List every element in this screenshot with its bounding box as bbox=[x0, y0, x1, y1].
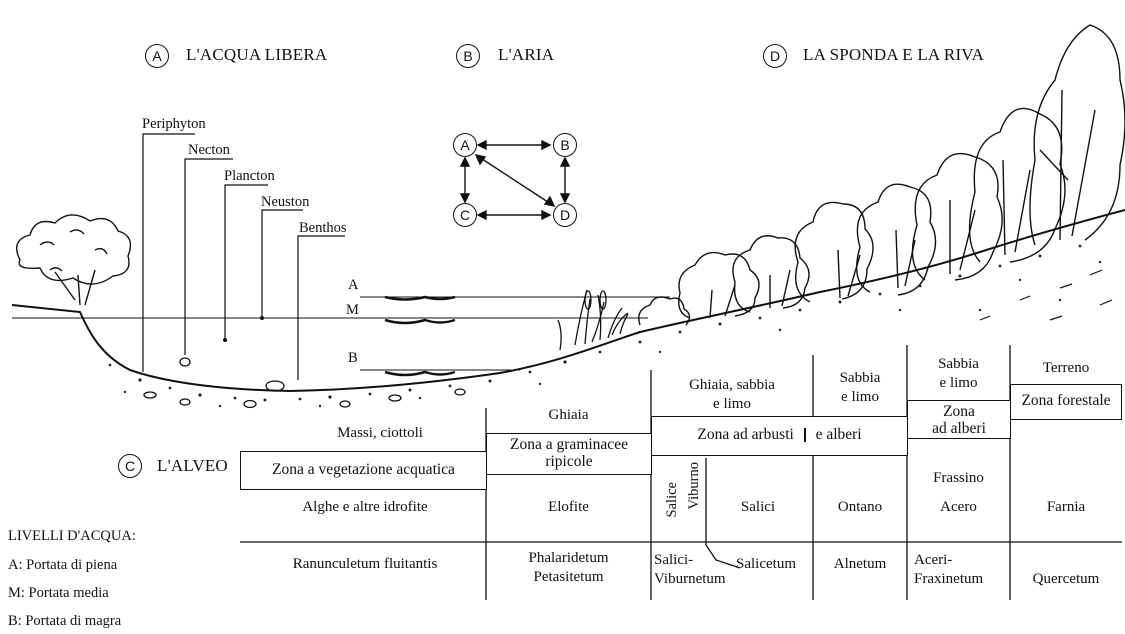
heading-air: L'ARIA bbox=[498, 45, 555, 64]
substrate-col2: Ghiaia bbox=[548, 407, 589, 423]
assoc-col2-line2: Petasitetum bbox=[533, 569, 604, 585]
zone-riparian-grasses: Zona a graminacee ripicole bbox=[486, 433, 652, 475]
substrate-col3-line2: e limo bbox=[713, 396, 751, 412]
zone-shrubs-label: Zona ad arbusti bbox=[697, 426, 794, 443]
species-acero: Acero bbox=[940, 499, 977, 515]
zone-forest: Zona forestale bbox=[1010, 384, 1122, 420]
legend-item-low: B: Portata di magra bbox=[8, 613, 122, 629]
label-benthos: Benthos bbox=[299, 220, 347, 236]
assoc-col6: Quercetum bbox=[1032, 571, 1100, 587]
network-node-b: B bbox=[553, 133, 577, 157]
label-neuston: Neuston bbox=[261, 194, 310, 210]
species-col2: Elofite bbox=[548, 499, 589, 515]
assoc-col3a-line1: Salici- bbox=[654, 552, 694, 568]
slope-texture bbox=[979, 269, 1113, 321]
zone-aquatic-vegetation-label: Zona a vegetazione acquatica bbox=[272, 461, 455, 478]
assoc-col5-line1: Aceri- bbox=[914, 552, 953, 568]
heading-b-badge: B bbox=[456, 44, 480, 68]
zone-aquatic-vegetation: Zona a vegetazione acquatica bbox=[240, 451, 487, 490]
zone-riparian-grasses-line1: Zona a graminacee bbox=[510, 436, 628, 453]
substrate-col4-line2: e limo bbox=[841, 389, 879, 405]
bank-trees bbox=[638, 24, 1125, 326]
heading-a-badge: A bbox=[145, 44, 169, 68]
zone-forest-label: Zona forestale bbox=[1021, 392, 1111, 409]
bank-soil-texture bbox=[108, 244, 1102, 408]
label-periphyton: Periphyton bbox=[142, 116, 206, 132]
low-wave bbox=[384, 370, 456, 377]
heading-riverbed: L'ALVEO bbox=[157, 456, 228, 475]
marker-low: B bbox=[348, 350, 358, 366]
assoc-col1: Ranunculetum fluitantis bbox=[292, 556, 438, 572]
marker-mean: M bbox=[346, 302, 359, 318]
substrate-col3-line1: Ghiaia, sabbia bbox=[689, 377, 775, 393]
substrate-col4-line1: Sabbia bbox=[839, 370, 881, 386]
network-node-c: C bbox=[453, 203, 477, 227]
label-plancton: Plancton bbox=[224, 168, 275, 184]
reeds bbox=[557, 289, 629, 351]
species-col1: Alghe e altre idrofite bbox=[302, 499, 428, 515]
river-bed-stones bbox=[143, 357, 466, 409]
substrate-col5-line1: Sabbia bbox=[938, 356, 979, 372]
heading-c-badge: C bbox=[118, 454, 142, 478]
zone-split-mark bbox=[803, 428, 806, 443]
species-viburno: Viburno bbox=[686, 462, 702, 510]
zone-trees: Zona ad alberi bbox=[907, 400, 1011, 439]
species-salice: Salice bbox=[664, 482, 680, 518]
species-ontano: Ontano bbox=[837, 499, 883, 515]
organism-leader-lines bbox=[142, 133, 345, 380]
flood-wave bbox=[384, 295, 456, 301]
network-node-d: D bbox=[553, 203, 577, 227]
mean-wave bbox=[384, 318, 456, 325]
assoc-col2-line1: Phalaridetum bbox=[528, 550, 609, 566]
species-frassino: Frassino bbox=[933, 470, 984, 486]
species-salici: Salici bbox=[740, 499, 776, 515]
zone-trees-line1: Zona bbox=[943, 403, 975, 420]
legend-title: LIVELLI D'ACQUA: bbox=[8, 528, 136, 544]
label-necton: Necton bbox=[188, 142, 230, 158]
zone-riparian-grasses-line2: ripicole bbox=[545, 453, 593, 470]
substrate-col6: Terreno bbox=[1042, 360, 1090, 376]
substrate-col1: Massi, ciottoli bbox=[337, 425, 423, 441]
legend-item-mean: M: Portata media bbox=[8, 585, 109, 601]
species-farnia: Farnia bbox=[1046, 499, 1086, 515]
assoc-col5-line2: Fraxinetum bbox=[914, 571, 984, 587]
network-arrows bbox=[459, 139, 571, 221]
legend-item-flood: A: Portata di piena bbox=[8, 557, 118, 573]
marker-flood: A bbox=[348, 277, 359, 293]
network-node-a: A bbox=[453, 133, 477, 157]
assoc-col3a-line2: Viburnetum bbox=[654, 571, 726, 587]
heading-d-badge: D bbox=[763, 44, 787, 68]
zone-trees-label: e alberi bbox=[815, 426, 862, 443]
left-shrub bbox=[16, 214, 132, 306]
heading-bank-shore: LA SPONDA E LA RIVA bbox=[803, 45, 985, 64]
assoc-col4: Alnetum bbox=[833, 556, 887, 572]
assoc-col3b: Salicetum bbox=[736, 556, 796, 572]
zone-trees-line2: ad alberi bbox=[932, 420, 986, 437]
substrate-col5-line2: e limo bbox=[939, 375, 978, 391]
zone-shrubs-trees: Zona ad arbusti e alberi bbox=[651, 416, 908, 456]
heading-free-water: L'ACQUA LIBERA bbox=[186, 45, 328, 64]
